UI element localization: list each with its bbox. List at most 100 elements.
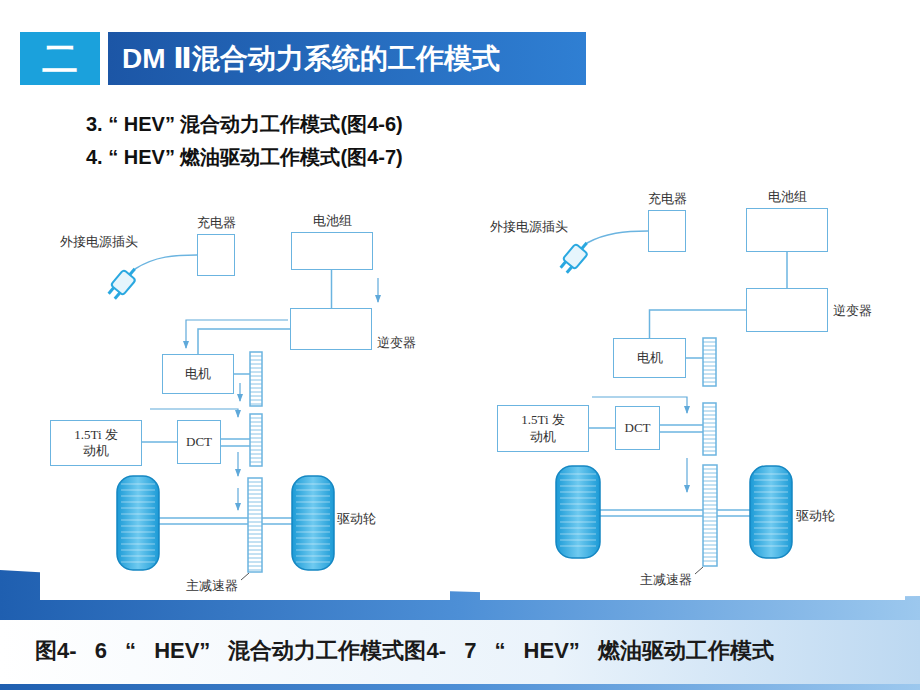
gear-tooth bbox=[250, 442, 262, 443]
gear-tooth bbox=[703, 342, 716, 343]
drive-wheel bbox=[556, 466, 600, 558]
box-heading: 逆变器 bbox=[833, 303, 872, 319]
tire-tread bbox=[121, 490, 155, 491]
drive-wheel bbox=[117, 476, 159, 570]
box-text: DCT bbox=[625, 420, 651, 436]
gear-tooth bbox=[703, 533, 717, 534]
tire-tread bbox=[560, 522, 596, 523]
tire-tread bbox=[121, 556, 155, 557]
plug-prong bbox=[561, 262, 566, 268]
gear-tooth bbox=[703, 489, 717, 490]
figure-caption: 图4- 6 “ HEV” 混合动力工作模式图4- 7 “ HEV” 燃油驱动工作… bbox=[35, 636, 774, 666]
gear-tooth bbox=[703, 366, 716, 367]
gear-tooth bbox=[703, 346, 716, 347]
tire-tread bbox=[121, 508, 155, 509]
gear-tooth bbox=[250, 388, 262, 389]
gear-tooth bbox=[250, 356, 262, 357]
gear-tooth bbox=[703, 501, 717, 502]
tire-tread bbox=[560, 528, 596, 529]
tire-tread bbox=[754, 516, 788, 517]
plug-body bbox=[563, 244, 588, 270]
tire-tread bbox=[121, 550, 155, 551]
energy-flow-arrow bbox=[237, 452, 238, 476]
tire-tread bbox=[121, 502, 155, 503]
tire-tread bbox=[296, 514, 330, 515]
gear-tooth bbox=[703, 497, 717, 498]
gear-tooth bbox=[248, 534, 262, 535]
gear-tooth bbox=[703, 513, 717, 514]
plug-cable bbox=[582, 243, 587, 249]
gear-tooth bbox=[703, 447, 716, 448]
tire-tread bbox=[296, 544, 330, 545]
connector-line bbox=[198, 329, 290, 354]
slide-title: DM Ⅱ混合动力系统的工作模式 bbox=[122, 32, 500, 85]
gear-tooth bbox=[703, 473, 717, 474]
gear-tooth bbox=[250, 438, 262, 439]
gear-tooth bbox=[703, 517, 717, 518]
gear-tooth bbox=[703, 362, 716, 363]
tire-tread bbox=[560, 546, 596, 547]
battery-box: 电池组 bbox=[291, 232, 373, 270]
energy-flow-arrow bbox=[186, 320, 288, 348]
part-label: 驱动轮 bbox=[796, 508, 835, 524]
gear-tooth bbox=[703, 370, 716, 371]
drive-wheel bbox=[292, 476, 334, 570]
diagram-ground bbox=[480, 176, 905, 600]
tire-tread bbox=[121, 496, 155, 497]
gear-tooth bbox=[703, 439, 716, 440]
motor-box: 电机 bbox=[613, 338, 686, 378]
tire-tread bbox=[754, 498, 788, 499]
charging-wire bbox=[587, 231, 648, 243]
gear-tooth bbox=[248, 562, 262, 563]
tire-tread bbox=[754, 522, 788, 523]
shaft-line bbox=[221, 438, 250, 440]
tire-tread bbox=[296, 502, 330, 503]
gear-tooth bbox=[248, 506, 262, 507]
charger-box: 充电器 bbox=[197, 234, 235, 276]
tire-tread bbox=[296, 520, 330, 521]
gear-tooth bbox=[250, 384, 262, 385]
diagram-ground bbox=[40, 182, 450, 600]
gear-tooth bbox=[250, 422, 262, 423]
gear-tooth bbox=[248, 514, 262, 515]
gear-tooth bbox=[250, 404, 262, 405]
tire-tread bbox=[296, 496, 330, 497]
tire-tread bbox=[754, 528, 788, 529]
plug-prong bbox=[567, 267, 572, 273]
transmission-box: DCT bbox=[177, 420, 221, 464]
tire-tread bbox=[560, 510, 596, 511]
gear-tooth bbox=[703, 529, 717, 530]
tire-tread bbox=[560, 474, 596, 475]
connector-line bbox=[142, 441, 177, 443]
shaft-line bbox=[221, 445, 250, 447]
gear-tooth bbox=[703, 427, 716, 428]
gear-tooth bbox=[248, 546, 262, 547]
energy-flow-arrow bbox=[150, 409, 238, 417]
plug-prong bbox=[109, 288, 114, 294]
gear-stack bbox=[250, 352, 262, 406]
gear-tooth bbox=[250, 364, 262, 365]
gear-tooth bbox=[703, 419, 716, 420]
gear-tooth bbox=[703, 549, 717, 550]
tire-tread bbox=[296, 490, 330, 491]
charging-wire bbox=[135, 255, 197, 269]
gear-tooth bbox=[703, 525, 717, 526]
gear-tooth bbox=[250, 368, 262, 369]
engine-box: 1.5Ti 发动机 bbox=[50, 420, 142, 466]
tire-tread bbox=[754, 546, 788, 547]
part-label: 驱动轮 bbox=[337, 511, 376, 527]
gear-tooth bbox=[248, 526, 262, 527]
tire-tread bbox=[754, 510, 788, 511]
tire-tread bbox=[754, 486, 788, 487]
inverter-box: 逆变器 bbox=[290, 308, 372, 350]
tire-tread bbox=[121, 520, 155, 521]
tire-tread bbox=[296, 526, 330, 527]
energy-flow-arrow bbox=[686, 458, 687, 492]
gear-tooth bbox=[250, 462, 262, 463]
tire-tread bbox=[560, 486, 596, 487]
gear-tooth bbox=[248, 502, 262, 503]
gear-tooth bbox=[250, 446, 262, 447]
leader-line bbox=[241, 573, 249, 580]
